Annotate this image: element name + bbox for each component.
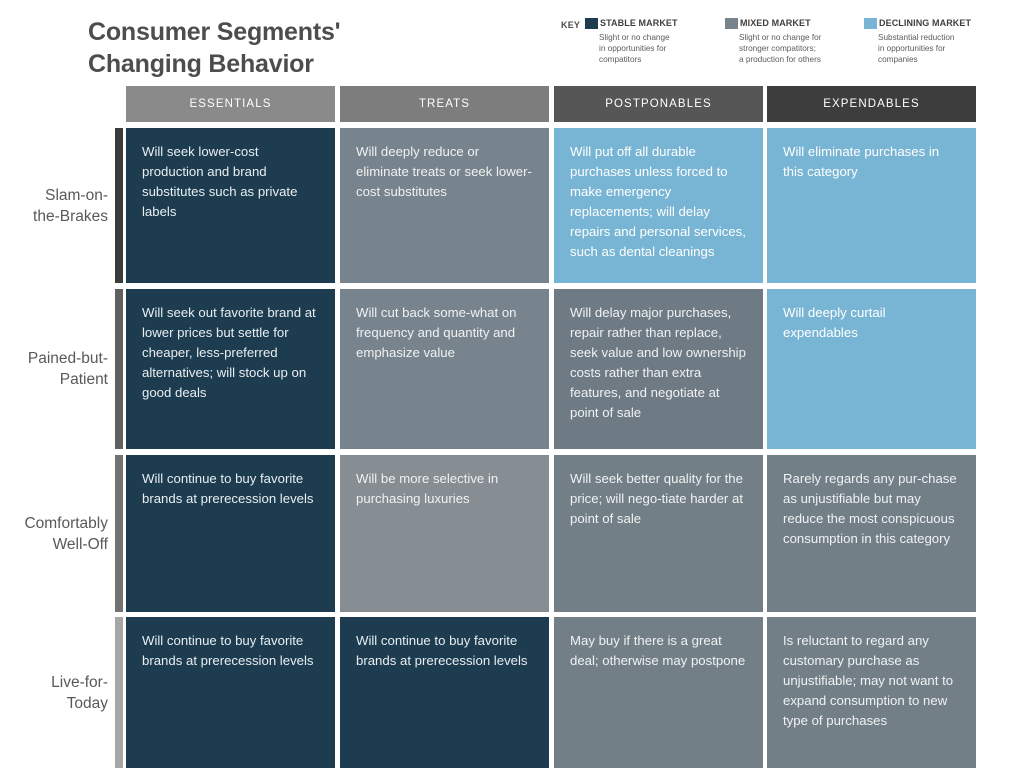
legend-description-line: Substantial reduction: [878, 33, 955, 42]
matrix-cell[interactable]: Will eliminate purchases in this categor…: [767, 128, 976, 283]
page-title-line-2: Changing Behavior: [88, 50, 314, 78]
row-accent-bar: [115, 128, 123, 283]
legend-description-line: in opportunities for: [599, 44, 667, 54]
column-header-postponables[interactable]: POSTPONABLES: [554, 86, 763, 122]
matrix-cell[interactable]: Will delay major purchases, repair rathe…: [554, 289, 763, 449]
legend-description-line: companies: [878, 55, 918, 65]
header: Consumer Segments' Changing Behavior KEY…: [0, 0, 1024, 86]
matrix-cell[interactable]: Will seek better quality for the price; …: [554, 455, 763, 612]
matrix-cell-text: Will seek better quality for the price; …: [570, 471, 743, 526]
legend-item-head: DECLINING MARKET: [864, 18, 1006, 30]
row-label-line: Live-for-: [51, 673, 108, 691]
row-accent-bar: [115, 289, 123, 449]
legend-item-head: MIXED MARKET: [725, 18, 867, 30]
row-label-line: Patient: [59, 371, 108, 388]
legend-description-line: compatitors: [599, 55, 642, 65]
matrix-cell[interactable]: Will be more selective in purchasing lux…: [340, 455, 549, 612]
legend-title: STABLE MARKET: [600, 18, 678, 28]
legend-description: Slight or no change for stronger compatit…: [739, 32, 867, 66]
column-header-expendables[interactable]: EXPENDABLES: [767, 86, 976, 122]
matrix-cell[interactable]: Will continue to buy favorite brands at …: [126, 617, 335, 768]
matrix-cell-text: May buy if there is a great deal; otherw…: [570, 633, 746, 668]
row-accent-bar: [115, 455, 123, 612]
matrix-cell[interactable]: Rarely regards any pur-chase as unjustif…: [767, 455, 976, 612]
legend-title: MIXED MARKET: [740, 18, 811, 28]
matrix-cell-text: Will eliminate purchases in this categor…: [783, 144, 940, 179]
matrix-cell[interactable]: Will continue to buy favorite brands at …: [126, 455, 335, 612]
matrix-cell-text: Will continue to buy favorite brands at …: [356, 633, 528, 668]
matrix-cell-text: Will cut back some-what on frequency and…: [356, 305, 517, 360]
matrix-cell-text: Will seek lower-cost production and bran…: [142, 144, 298, 219]
row-label-line: Slam-on-: [45, 186, 108, 204]
matrix-cell[interactable]: Will seek lower-cost production and bran…: [126, 128, 335, 283]
row-label-line: Today: [66, 694, 108, 712]
matrix-cell-text: Rarely regards any pur-chase as unjustif…: [783, 471, 957, 546]
row-label-line: Comfortably: [24, 514, 108, 532]
legend-description: Substantial reduction in opportunities fo…: [878, 32, 1006, 66]
legend-description-line: stronger compatitors;: [739, 44, 816, 54]
legend-description-line: a production for others: [739, 55, 821, 65]
matrix-cell-text: Will continue to buy favorite brands at …: [142, 471, 314, 506]
matrix-cell-text: Will seek out favorite brand at lower pr…: [142, 305, 316, 400]
legend-item-head: STABLE MARKET: [585, 18, 727, 30]
page-title: Consumer Segments' Changing Behavior: [88, 16, 528, 80]
matrix-cell-text: Will put off all durable purchases unles…: [570, 144, 746, 259]
matrix-cell-text: Will deeply reduce or eliminate treats o…: [356, 144, 532, 199]
legend-description-line: Slight or no change for: [739, 33, 822, 42]
row-label-pained-but-patient: Pained-but- Patient: [0, 348, 108, 390]
legend-item-stable-market: STABLE MARKET Slight or no change in oppor…: [585, 18, 727, 66]
legend-swatch-mixed-market-icon: [725, 18, 738, 29]
row-label-line: Pained-but-: [27, 350, 108, 367]
matrix-cell[interactable]: Is reluctant to regard any customary pur…: [767, 617, 976, 768]
matrix-cell-text: Will be more selective in purchasing lux…: [356, 471, 499, 506]
legend-item-declining-market: DECLINING MARKET Substantial reduction in …: [864, 18, 1006, 66]
matrix-cell[interactable]: Will deeply reduce or eliminate treats o…: [340, 128, 549, 283]
legend-swatch-declining-market-icon: [864, 18, 877, 29]
matrix-cell[interactable]: Will continue to buy favorite brands at …: [340, 617, 549, 768]
matrix-cell-text: Will deeply curtail expendables: [783, 305, 886, 340]
legend-item-mixed-market: MIXED MARKET Slight or no change for stron…: [725, 18, 867, 66]
matrix-cell[interactable]: Will put off all durable purchases unles…: [554, 128, 763, 283]
legend-description-line: in opportunities for: [878, 44, 946, 54]
legend-key-label: KEY: [561, 20, 581, 30]
column-header-treats[interactable]: TREATS: [340, 86, 549, 122]
row-label-line: the-Brakes: [33, 207, 108, 225]
row-label-line: Well-Off: [52, 535, 108, 553]
legend: KEY STABLE MARKET Slight or no change in o…: [561, 18, 1021, 74]
column-header-essentials[interactable]: ESSENTIALS: [126, 86, 335, 122]
row-accent-bar: [115, 617, 123, 768]
legend-title: DECLINING MARKET: [879, 18, 972, 28]
page-title-line-1: Consumer Segments': [88, 18, 341, 46]
matrix-cell[interactable]: Will cut back some-what on frequency and…: [340, 289, 549, 449]
matrix-cell[interactable]: Will seek out favorite brand at lower pr…: [126, 289, 335, 449]
legend-swatch-stable-market-icon: [585, 18, 598, 29]
matrix-cell-text: Will delay major purchases, repair rathe…: [570, 305, 746, 420]
matrix-cell[interactable]: Will deeply curtail expendables: [767, 289, 976, 449]
matrix-cell-text: Will continue to buy favorite brands at …: [142, 633, 314, 668]
row-label-slam-on-the-brakes: Slam-on-the-Brakes: [0, 185, 108, 227]
matrix-cell-text: Is reluctant to regard any customary pur…: [783, 633, 954, 728]
row-label-live-for-today: Live-for- Today: [0, 672, 108, 714]
legend-description-line: Slight or no change: [599, 33, 670, 42]
matrix-cell[interactable]: May buy if there is a great deal; otherw…: [554, 617, 763, 768]
